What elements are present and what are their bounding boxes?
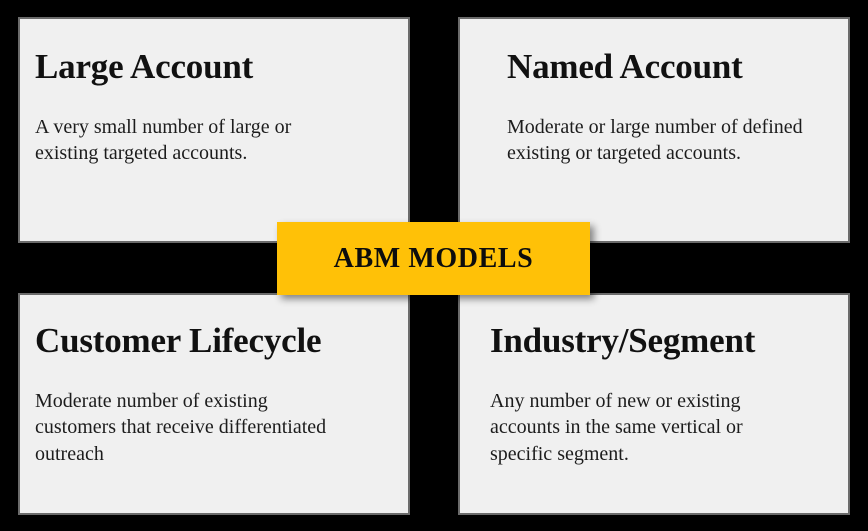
- quadrant-card-industry-segment[interactable]: Industry/Segment Any number of new or ex…: [458, 293, 850, 515]
- quadrant-description: Any number of new or existing accounts i…: [490, 389, 743, 465]
- quadrant-description: Moderate or large number of defined exis…: [507, 115, 803, 165]
- quadrant-title: Customer Lifecycle: [35, 321, 322, 360]
- quadrant-card-named-account[interactable]: Named Account Moderate or large number o…: [458, 17, 850, 243]
- quadrant-title: Large Account: [35, 47, 254, 86]
- quadrant-description: A very small number of large or existing…: [35, 115, 292, 165]
- center-badge: ABM MODELS: [277, 222, 590, 295]
- quadrant-card-customer-lifecycle[interactable]: Customer Lifecycle Moderate number of ex…: [18, 293, 410, 515]
- quadrant-card-large-account[interactable]: Large Account A very small number of lar…: [18, 17, 410, 243]
- quadrant-title: Industry/Segment: [490, 321, 756, 360]
- center-badge-label: ABM MODELS: [333, 242, 534, 274]
- quadrant-title: Named Account: [507, 47, 743, 86]
- quadrant-description: Moderate number of existing customers th…: [35, 389, 327, 465]
